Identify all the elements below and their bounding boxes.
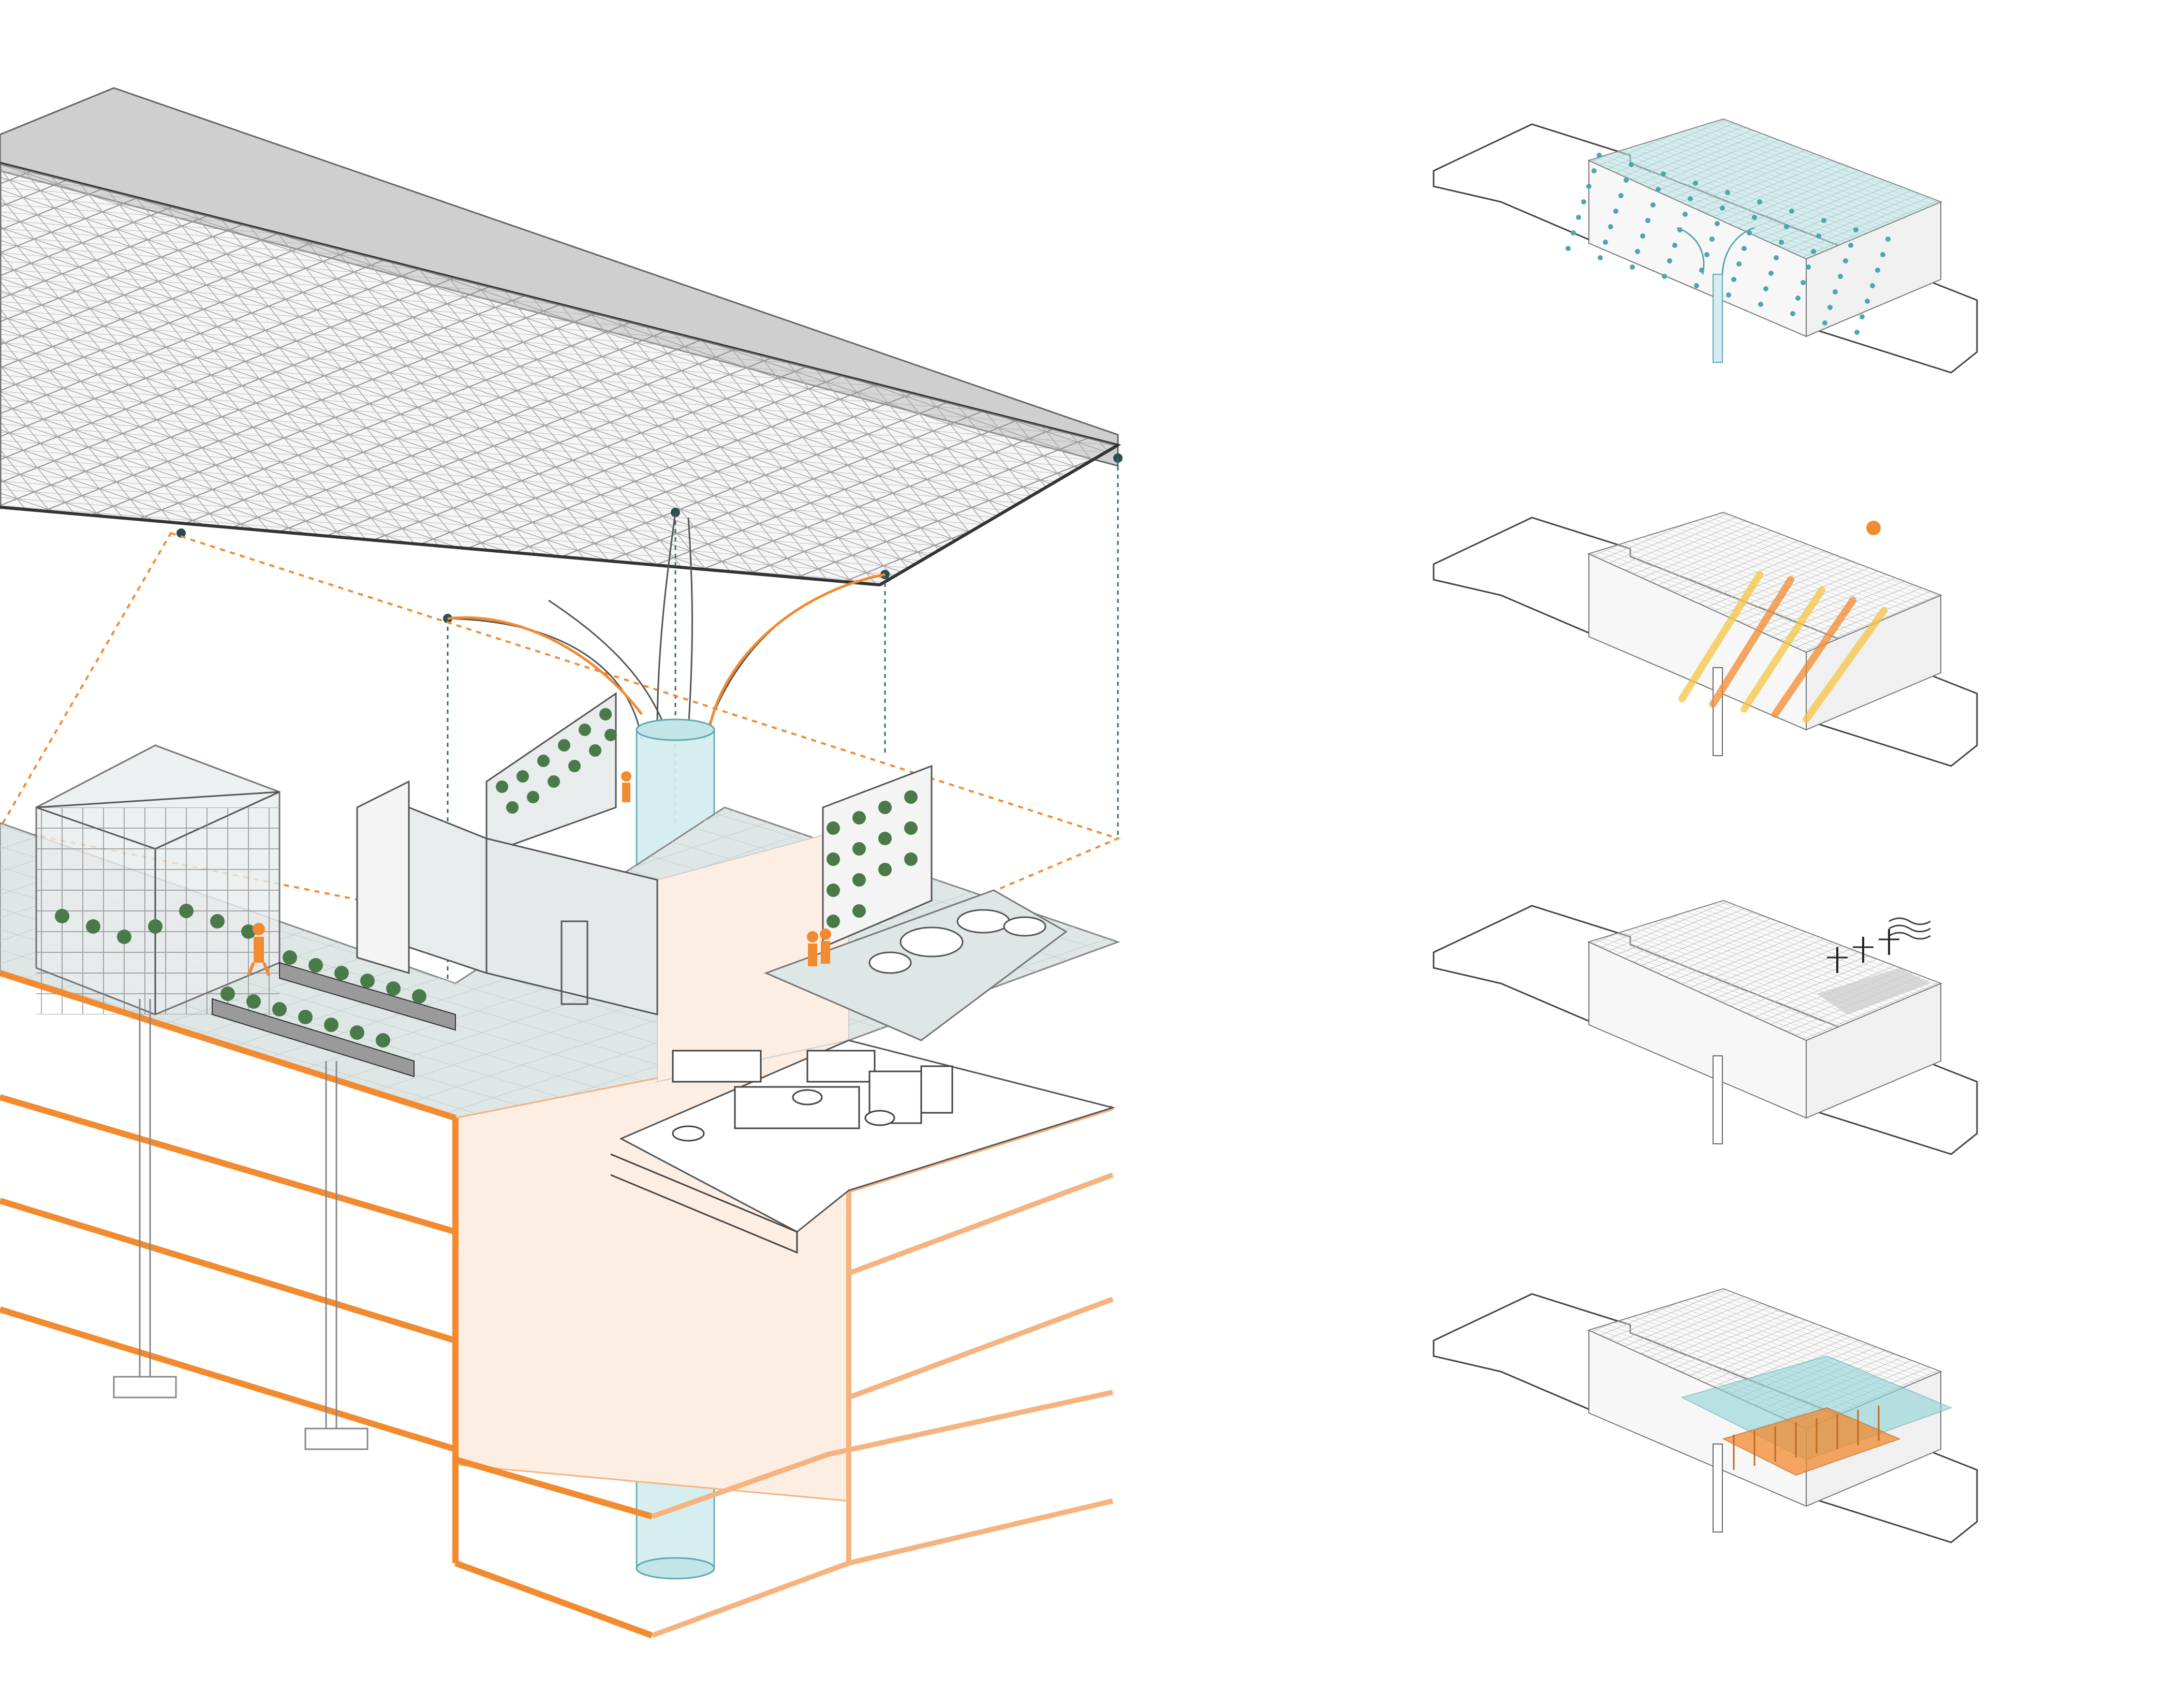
people xyxy=(247,771,831,977)
roof-plane xyxy=(0,87,1119,467)
roof-footprint-outline xyxy=(0,532,1121,985)
small-diagram-rainwater xyxy=(1433,118,1978,374)
small-diagram-thermal xyxy=(1433,1288,1978,1543)
green-wall xyxy=(485,692,617,856)
wind-icon xyxy=(1889,917,1931,940)
person-icon xyxy=(247,923,271,977)
floor-slabs xyxy=(0,970,654,1639)
person-icon xyxy=(820,929,831,964)
person-icon xyxy=(621,771,631,802)
greenhouse-cube xyxy=(35,744,281,1015)
library-shelves xyxy=(672,1050,953,1129)
roof-support-nodes xyxy=(176,453,1123,623)
person-icon xyxy=(807,931,818,966)
small-diagram-solar xyxy=(1433,511,1978,767)
plant-icon xyxy=(283,950,297,965)
small-diagram-ventilation xyxy=(1433,900,1978,1155)
space-frame-roof-shadow xyxy=(0,163,1118,585)
sun-icon xyxy=(1866,521,1881,535)
green-wall-right xyxy=(822,764,933,949)
small-diagrams xyxy=(1433,118,1978,1543)
node xyxy=(176,528,186,538)
main-axonometric xyxy=(0,87,1123,1639)
planter-boxes xyxy=(55,904,456,1078)
